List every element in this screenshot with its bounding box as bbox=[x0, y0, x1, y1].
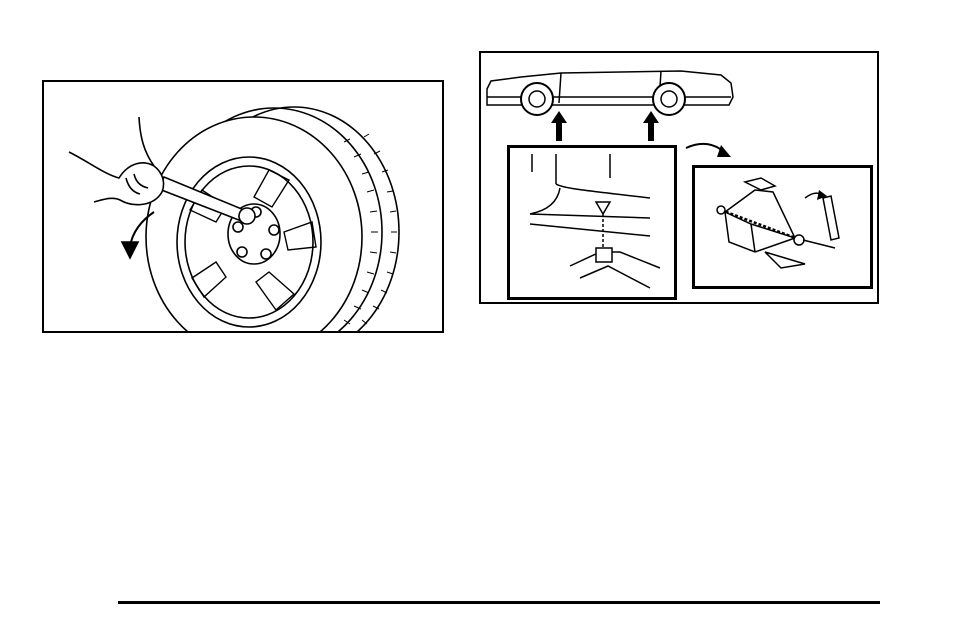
rear-wheel bbox=[653, 83, 685, 115]
scissor-jack-detail bbox=[692, 165, 873, 289]
wheel-nut-loosening-figure bbox=[42, 80, 444, 333]
lift-point-marker bbox=[596, 202, 610, 214]
page-footer-rule bbox=[118, 601, 880, 604]
lift-point-detail bbox=[507, 145, 677, 300]
scissor-jack-icon bbox=[695, 168, 870, 286]
lift-point-closeup-icon bbox=[510, 148, 674, 297]
jack-handle bbox=[803, 196, 839, 248]
lift-point-arrows bbox=[551, 111, 659, 141]
front-wheel bbox=[521, 83, 553, 115]
tire-wrench-illustration bbox=[44, 82, 442, 331]
jacking-points-figure bbox=[479, 51, 879, 304]
